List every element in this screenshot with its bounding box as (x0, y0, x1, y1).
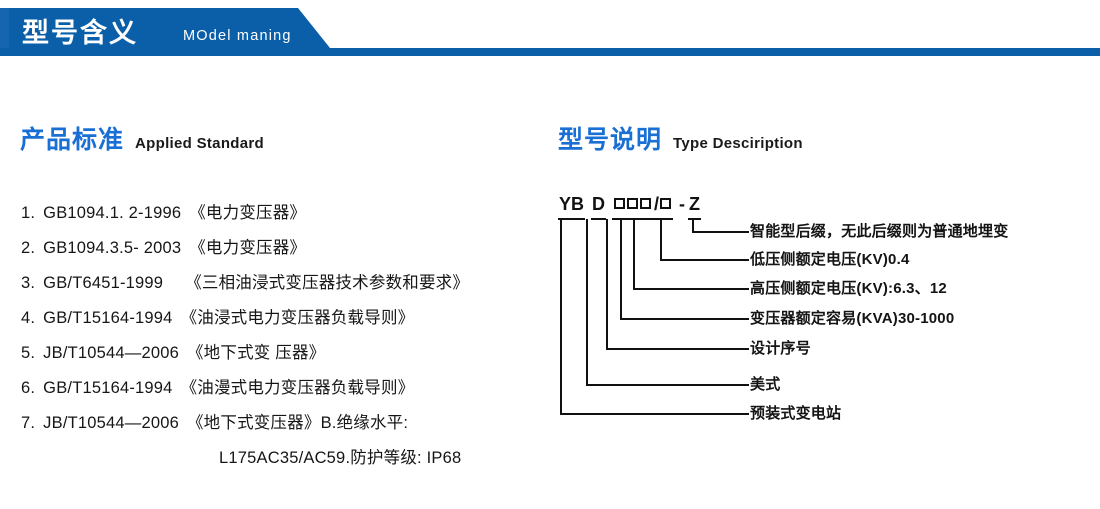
type-label-american-style: 美式 (750, 376, 781, 393)
leader-line-2 (586, 219, 749, 386)
type-heading-cn: 型号说明 (558, 126, 663, 154)
list-item: 4. GB/T15164-1994 《油浸式电力变压器负载导则》 (21, 301, 551, 336)
standard-item-title: 《电力变压器》 (189, 239, 307, 257)
type-label-lv-rating: 低压侧额定电压(KV)0.4 (750, 251, 910, 268)
standard-item-title: 《三相油浸式变压器技术参数和要求》 (185, 274, 470, 292)
standard-heading-cn: 产品标准 (20, 126, 125, 154)
standard-item-number: 3. (21, 274, 36, 292)
code-dash: - (679, 194, 686, 214)
list-item: 5. JB/T10544—2006 《地下式变 压器》 (21, 336, 551, 371)
standard-item-code: GB/T15164-1994 (43, 309, 173, 327)
leader-line-6 (660, 219, 749, 261)
leader-line-5 (633, 219, 749, 290)
standard-item-number: 6. (21, 379, 36, 397)
code-box (660, 198, 672, 209)
banner-underbar (0, 48, 1100, 56)
standard-item-title: 《地下式变 压器》 (186, 344, 326, 362)
leader-line-1 (560, 219, 749, 415)
standard-item-title: 《电力变压器》 (189, 204, 307, 222)
type-label-hv-rating: 高压侧额定电压(KV):6.3、12 (750, 280, 947, 297)
leader-line-4 (620, 219, 749, 320)
code-segment-d: D (591, 192, 607, 220)
standard-heading-en: Applied Standard (135, 135, 264, 152)
banner-title: 型号含义 (22, 18, 138, 48)
standard-item-title: 《地下式变压器》B.绝缘水平: (186, 414, 409, 432)
code-segment-yb: YB (558, 192, 586, 220)
page-header-banner: 型号含义 MOdel maning (0, 8, 1100, 56)
banner-shape (0, 8, 1100, 56)
list-item: 6. GB/T15164-1994 《油漫式电力变压器负载导则》 (21, 371, 551, 406)
standard-item-number: 2. (21, 239, 36, 257)
type-section-heading: 型号说明 Type Desciription (558, 120, 803, 156)
leader-line-7 (692, 219, 749, 233)
type-heading-en: Type Desciription (673, 135, 803, 152)
type-label-capacity: 变压器额定容易(KVA)30-1000 (750, 310, 955, 327)
code-segment-capacity-boxes (612, 192, 654, 220)
leader-lines (560, 219, 749, 415)
code-segment-lv-box: / (653, 192, 674, 220)
banner-left-stripe (0, 8, 9, 56)
list-item: 7. JB/T10544—2006 《地下式变压器》B.绝缘水平: (21, 406, 551, 441)
standard-item-title: 《油浸式电力变压器负载导则》 (180, 309, 415, 327)
standard-item-number: 1. (21, 204, 36, 222)
standard-item-code: JB/T10544—2006 (43, 344, 179, 362)
standard-item-code: GB1094.3.5- 2003 (43, 239, 182, 257)
code-box (627, 198, 639, 209)
standard-item-code: JB/T10544—2006 (43, 414, 179, 432)
code-box (640, 198, 652, 209)
standard-item-code: GB/T15164-1994 (43, 379, 173, 397)
leader-line-3 (606, 219, 749, 350)
standard-item-code: GB/T6451-1999 (43, 274, 164, 292)
type-label-smart-suffix: 智能型后缀，无此后缀则为普通地埋变 (750, 223, 1009, 240)
standard-list: 1. GB1094.1. 2-1996 《电力变压器》 2. GB1094.3.5- … (21, 196, 551, 476)
standard-item-continuation: L175AC35/AC59.防护等级: IP68 (219, 449, 462, 467)
type-label-prefab-substation: 预装式变电站 (750, 405, 842, 422)
standard-item-code: GB1094.1. 2-1996 (43, 204, 182, 222)
standard-item-number: 5. (21, 344, 36, 362)
code-box (614, 198, 626, 209)
code-segment-z: Z (688, 192, 702, 220)
list-item: 1. GB1094.1. 2-1996 《电力变压器》 (21, 196, 551, 231)
standard-section-heading: 产品标准 Applied Standard (20, 120, 264, 156)
standard-item-number: 7. (21, 414, 36, 432)
code-slash: / (654, 194, 660, 214)
list-item: 3. GB/T6451-1999 《三相油浸式变压器技术参数和要求》 (21, 266, 551, 301)
list-item: 2. GB1094.3.5- 2003 《电力变压器》 (21, 231, 551, 266)
standard-item-number: 4. (21, 309, 36, 327)
standard-item-title: 《油漫式电力变压器负载导则》 (180, 379, 415, 397)
banner-subtitle: MOdel maning (183, 28, 292, 44)
type-label-design-serial: 设计序号 (750, 340, 811, 357)
